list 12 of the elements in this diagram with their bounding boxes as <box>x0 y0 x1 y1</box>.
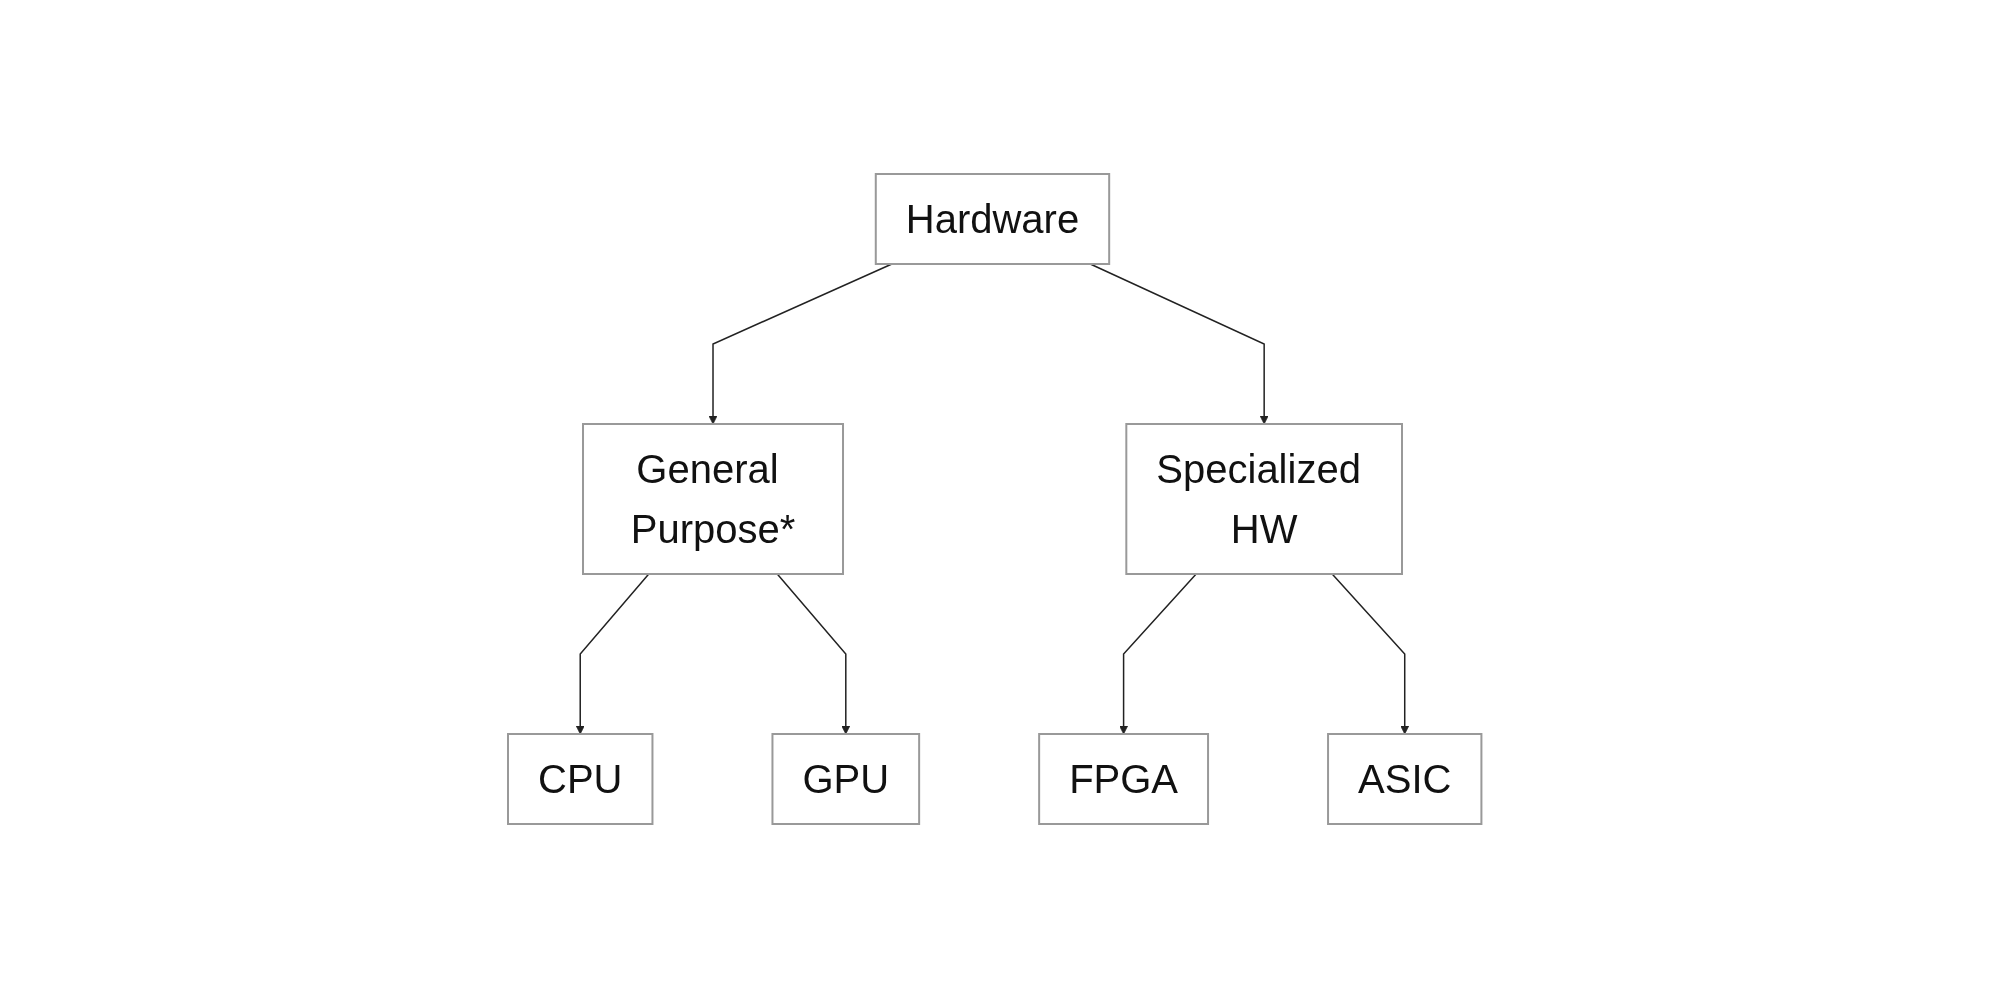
node-box: Specialized HW <box>1125 423 1404 575</box>
node-box: General Purpose* <box>582 423 845 575</box>
node-box: FPGA <box>1038 733 1210 825</box>
node-box: Hardware <box>875 173 1111 265</box>
node-box: GPU <box>771 733 921 825</box>
arrow <box>776 573 851 735</box>
node-box: CPU <box>507 733 654 825</box>
arrow <box>576 573 650 735</box>
arrow <box>708 263 893 425</box>
node-box: ASIC <box>1327 733 1483 825</box>
arrow <box>1331 573 1410 735</box>
arrow <box>1119 573 1198 735</box>
